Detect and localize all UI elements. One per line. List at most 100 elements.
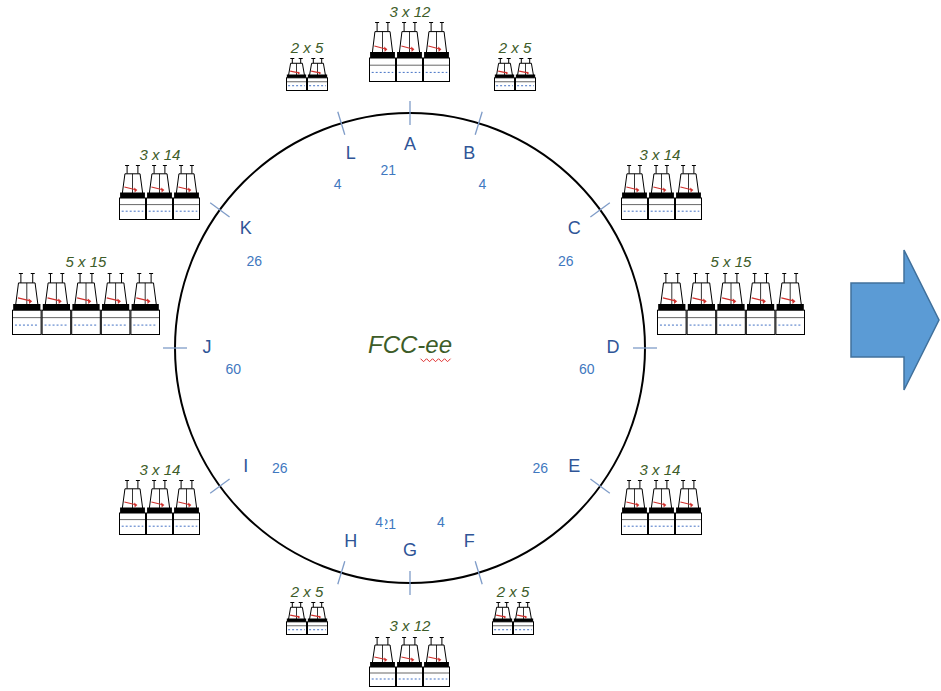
point-letter: L [344,144,358,164]
cryomodule-icon [397,22,423,82]
point-letter: D [605,338,622,358]
point-letter: H [342,532,359,552]
cryomodule-icon [424,22,450,82]
cryomodule-icon [147,480,173,535]
point-number: 21 [379,164,399,179]
point-tick [163,347,187,348]
cryomodule-group [622,165,702,220]
module-count: 3 x 12 [388,618,433,635]
point-letter: F [462,532,477,552]
cryomodule-group [493,602,534,635]
cryomodule-icon [649,480,675,535]
cryomodule-icon [287,602,307,635]
point-number: 4 [435,516,447,531]
cryomodule-icon [493,602,513,635]
module-count: 3 x 12 [388,4,433,21]
cryomodule-icon [174,480,200,535]
cryomodule-icon [308,58,328,91]
cryomodule-icon [514,602,534,635]
cryomodule-icon [649,165,675,220]
cryomodule-icon [120,480,146,535]
module-count: 5 x 15 [64,254,109,271]
cryomodule-icon [622,480,648,535]
cryomodule-group [495,58,536,91]
cryomodule-group [120,165,200,220]
cryomodule-icon [42,273,71,335]
spell-underline [421,359,451,362]
cryomodule-icon [424,637,450,687]
cryomodule-icon [622,165,648,220]
cryomodule-icon [676,165,702,220]
cryomodule-group [658,273,805,335]
cryomodule-icon [72,273,101,335]
cryomodule-icon [687,273,716,335]
point-letter: G [401,541,419,561]
point-number: 26 [245,254,265,269]
cryomodule-icon [676,480,702,535]
module-count: 2 x 5 [289,584,326,601]
module-count: 2 x 5 [497,40,534,57]
ring-name: FCC-ee [366,332,454,358]
point-tick [210,479,229,493]
cryomodule-group [120,480,200,535]
cryomodule-group [287,58,328,91]
point-tick [210,203,229,217]
module-count: 3 x 14 [638,147,683,164]
module-count: 3 x 14 [138,462,183,479]
module-count: 3 x 14 [638,462,683,479]
point-letter: C [566,219,583,239]
point-letter: A [402,135,418,155]
point-letter: I [241,457,250,477]
cryomodule-icon [101,273,130,335]
cryomodule-group [13,273,160,335]
point-tick [338,112,345,135]
point-tick [338,561,345,584]
module-count: 2 x 5 [495,584,532,601]
cryomodule-icon [308,602,328,635]
right-arrow [851,250,939,390]
cryomodule-icon [174,165,200,220]
point-number: 60 [224,362,244,377]
cryomodule-icon [658,273,687,335]
cryomodule-icon [147,165,173,220]
point-tick [475,561,482,584]
cryomodule-icon [13,273,42,335]
cryomodule-icon [495,58,515,91]
point-number: 26 [556,254,576,269]
cryomodule-icon [287,58,307,91]
cryomodule-icon [746,273,775,335]
module-count: 3 x 14 [138,147,183,164]
point-letter: B [461,144,477,164]
cryomodule-icon [120,165,146,220]
cryomodule-group [370,22,450,82]
point-number: 26 [530,462,550,477]
point-number: 4 [476,178,488,193]
cryomodule-group [287,602,328,635]
point-tick [590,203,609,217]
point-tick [409,101,410,125]
cryomodule-icon [397,637,423,687]
point-letter: E [566,457,582,477]
cryomodule-icon [516,58,536,91]
cryomodule-group [622,480,702,535]
point-tick [409,571,410,595]
point-tick [475,112,482,135]
point-letter: J [201,338,214,358]
module-count: 2 x 5 [289,40,326,57]
point-letter: K [238,219,254,239]
point-tick [633,347,657,348]
point-number: 4 [373,516,385,531]
point-number: 26 [270,462,290,477]
cryomodule-icon [370,22,396,82]
cryomodule-icon [131,273,160,335]
point-number: 60 [577,362,597,377]
module-count: 5 x 15 [709,254,754,271]
cryomodule-icon [776,273,805,335]
point-number: 4 [332,178,344,193]
cryomodule-icon [717,273,746,335]
cryomodule-group [370,637,450,687]
collider-ring [175,113,645,583]
point-tick [590,479,609,493]
